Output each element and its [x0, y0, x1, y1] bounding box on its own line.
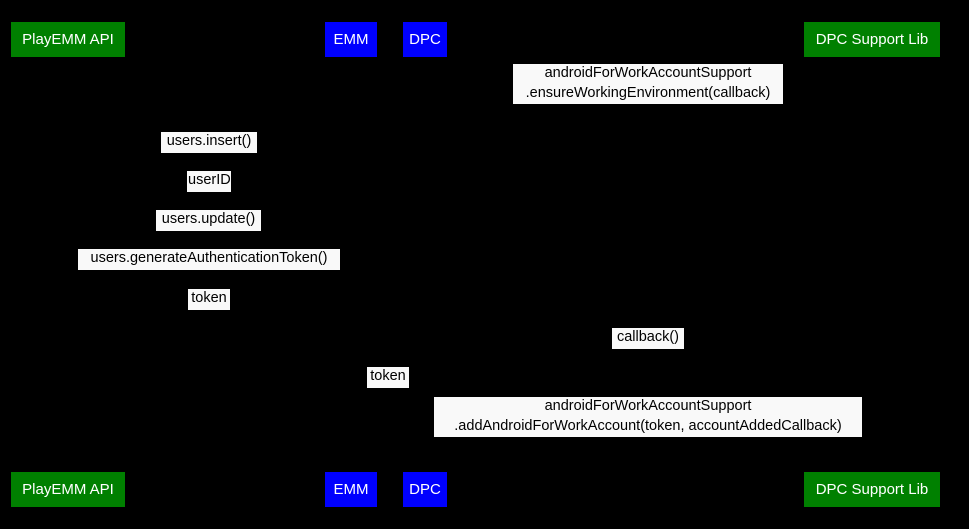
participant-footer-dpc-support-lib[interactable]: DPC Support Lib: [804, 472, 940, 507]
participant-footer-dpc[interactable]: DPC: [403, 472, 447, 507]
message-arrow-userid: [68, 192, 351, 193]
message-label-generate-authentication-token[interactable]: users.generateAuthenticationToken(): [78, 249, 340, 270]
message-label-callback[interactable]: callback(): [612, 328, 684, 349]
message-label-token-to-emm[interactable]: token: [188, 289, 230, 310]
participant-header-playemm-api-label: PlayEMM API: [22, 31, 114, 48]
message-arrow-generate-authentication-token: [68, 270, 351, 271]
participant-header-emm-label: EMM: [333, 31, 369, 48]
lifeline-dpc-support-lib: [872, 57, 873, 472]
message-arrow-users-update: [68, 231, 351, 232]
message-arrow-add-android-for-work-account: [425, 437, 872, 438]
participant-header-playemm-api[interactable]: PlayEMM API: [11, 22, 125, 57]
message-label-ensure-working-environment[interactable]: androidForWorkAccountSupport .ensureWork…: [513, 64, 783, 104]
message-arrow-token-to-emm: [68, 310, 351, 311]
message-label-users-update[interactable]: users.update(): [156, 210, 261, 231]
participant-header-emm[interactable]: EMM: [325, 22, 377, 57]
participant-header-dpc-label: DPC: [409, 31, 441, 48]
participant-header-dpc-support-lib-label: DPC Support Lib: [815, 31, 929, 48]
message-label-token-to-dpc[interactable]: token: [367, 367, 409, 388]
message-arrow-users-insert: [68, 153, 351, 154]
participant-footer-playemm-api[interactable]: PlayEMM API: [11, 472, 125, 507]
participant-footer-dpc-support-lib-label: DPC Support Lib: [815, 481, 929, 498]
message-label-add-android-for-work-account[interactable]: androidForWorkAccountSupport .addAndroid…: [434, 397, 862, 437]
participant-header-dpc-support-lib[interactable]: DPC Support Lib: [804, 22, 940, 57]
lifeline-playemm-api: [68, 57, 69, 472]
participant-footer-dpc-label: DPC: [409, 481, 441, 498]
participant-footer-playemm-api-label: PlayEMM API: [22, 481, 114, 498]
participant-footer-emm[interactable]: EMM: [325, 472, 377, 507]
message-label-users-insert[interactable]: users.insert(): [161, 132, 257, 153]
message-arrow-ensure-working-environment: [425, 104, 872, 105]
message-label-userid[interactable]: userID: [187, 171, 231, 192]
message-arrow-token-to-dpc: [351, 388, 425, 389]
lifeline-emm: [351, 57, 352, 472]
participant-footer-emm-label: EMM: [333, 481, 369, 498]
participant-header-dpc[interactable]: DPC: [403, 22, 447, 57]
lifeline-dpc: [425, 57, 426, 472]
message-arrow-callback: [425, 349, 872, 350]
